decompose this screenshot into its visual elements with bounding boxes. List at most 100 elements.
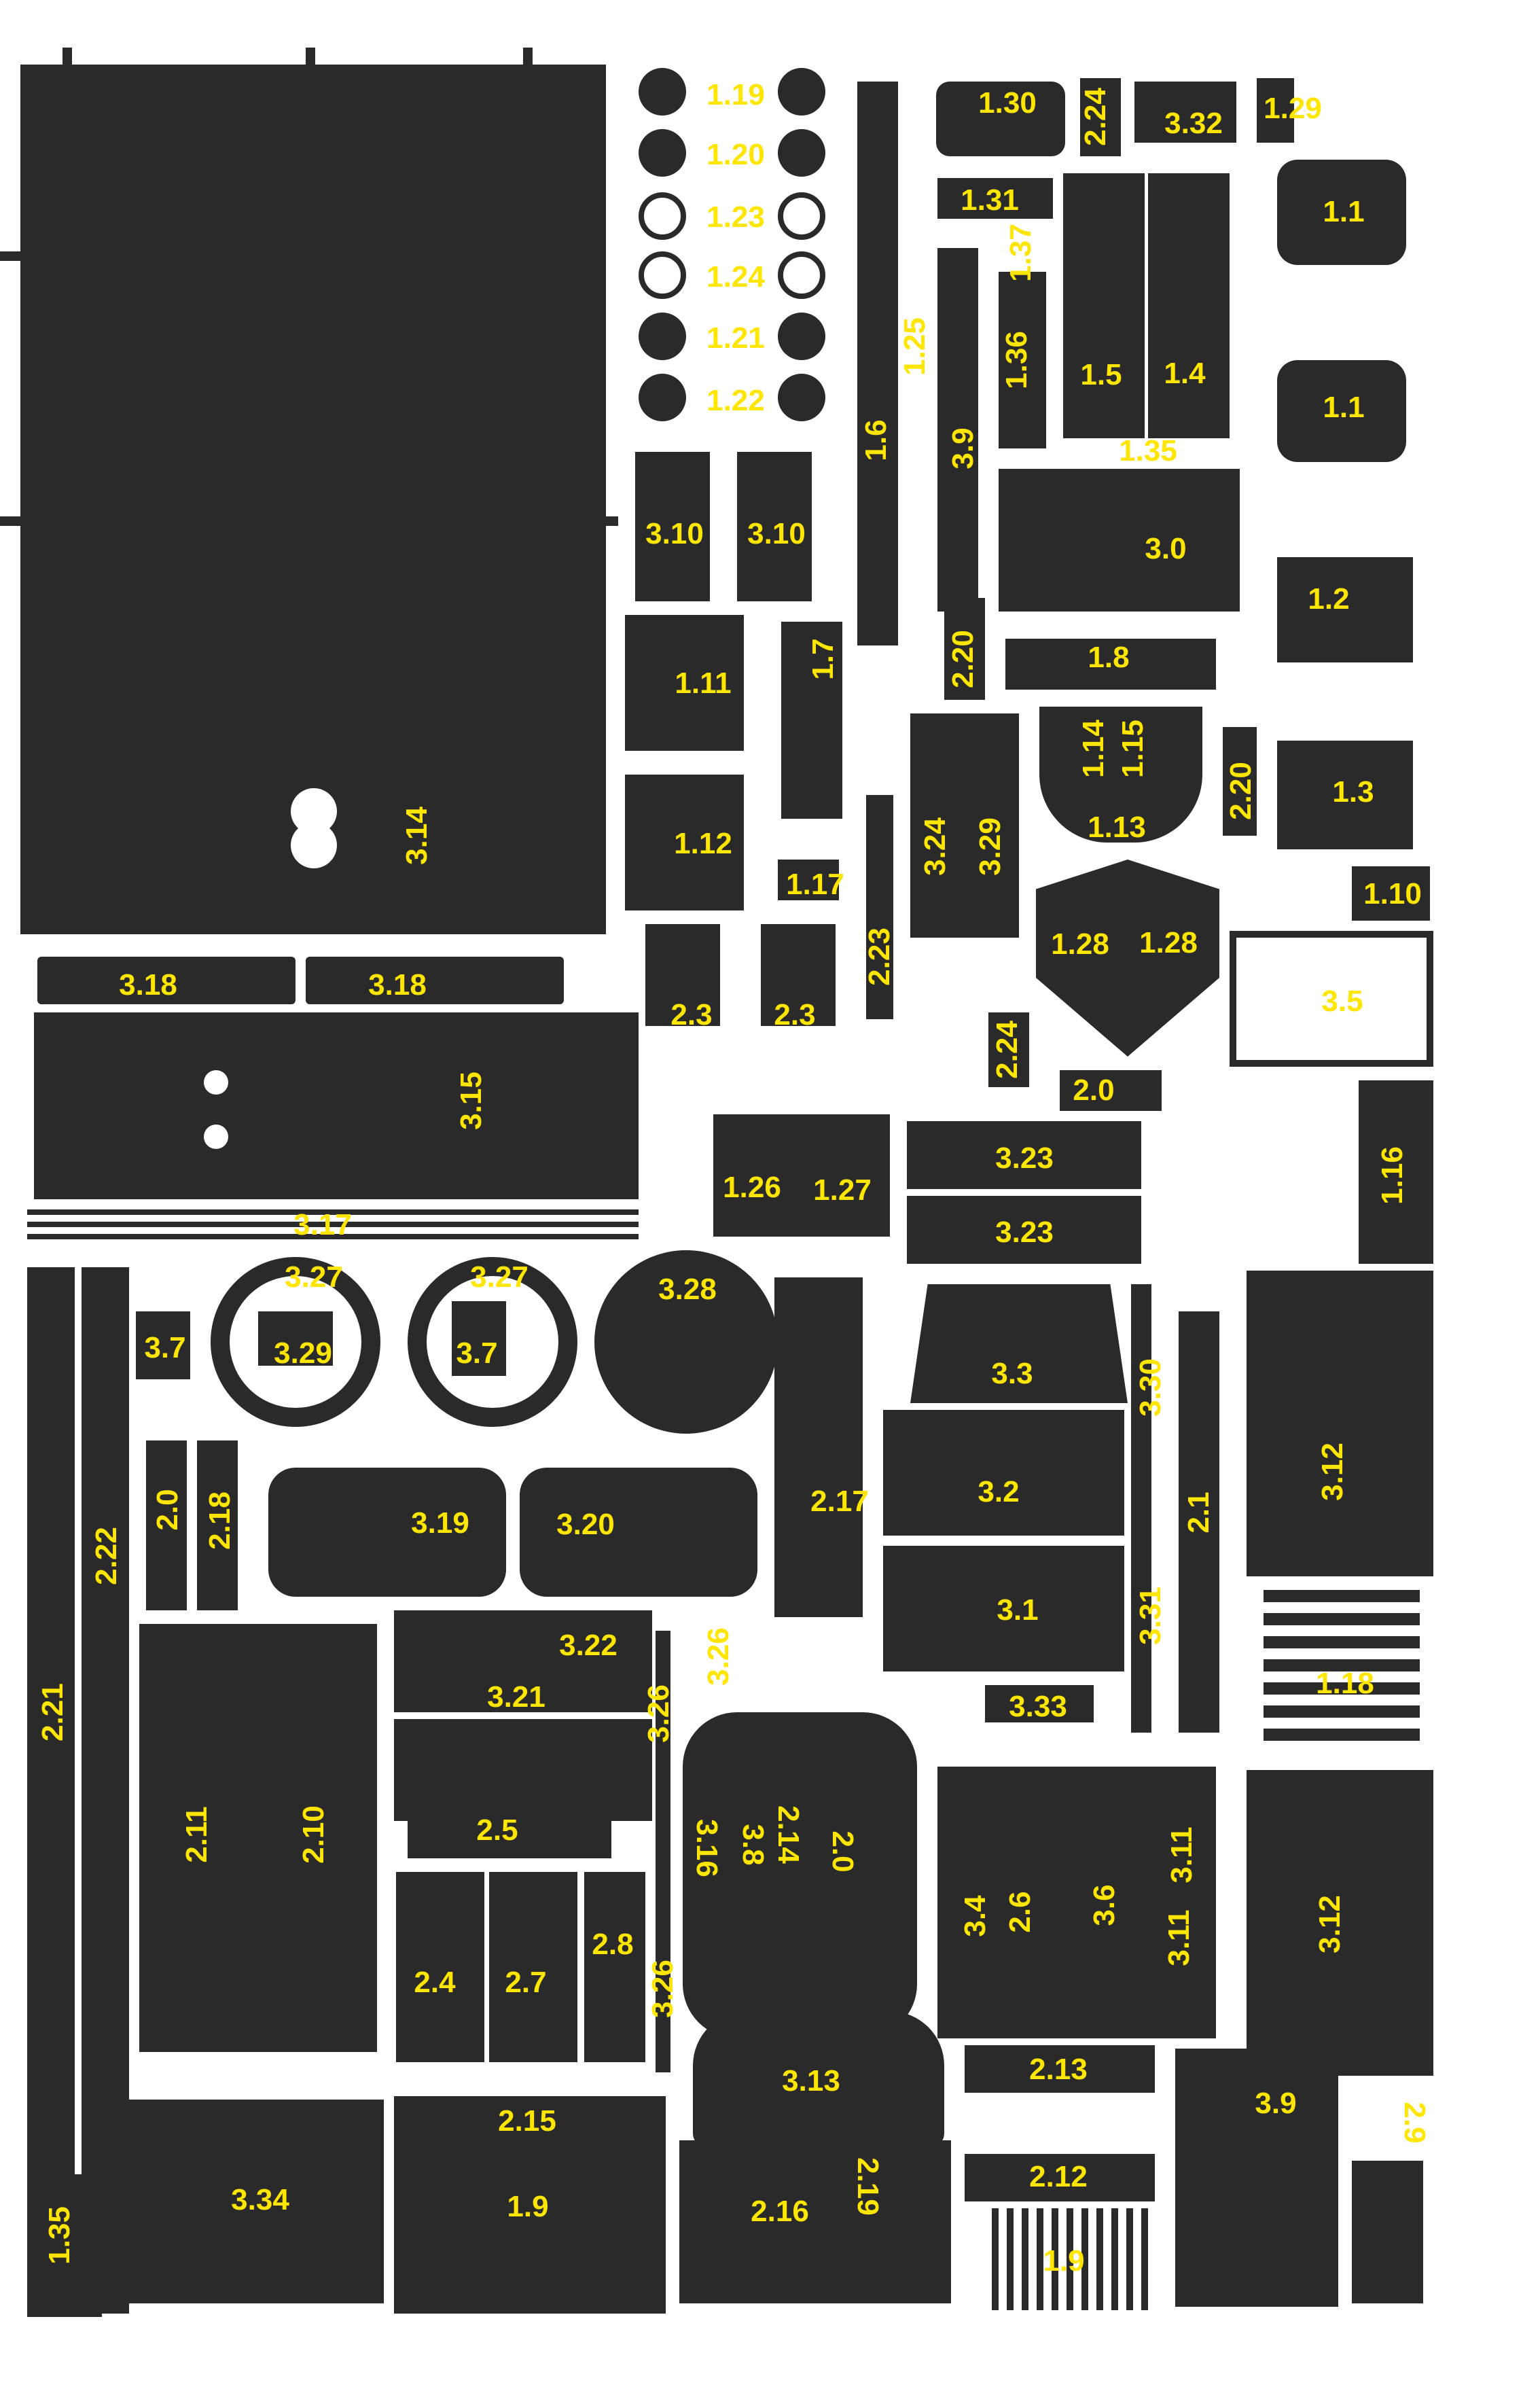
part-3-33 <box>985 1685 1094 1722</box>
label-1-1: 1.1 <box>1323 391 1365 424</box>
tab <box>603 516 618 526</box>
part-2-1-rail <box>1179 1311 1219 1733</box>
label-1-27: 1.27 <box>813 1173 872 1207</box>
label-3-34: 3.34 <box>231 2183 289 2216</box>
part-2-3-left <box>645 924 720 1026</box>
label-2-14: 2.14 <box>772 1805 805 1864</box>
part-3-19 <box>268 1468 506 1597</box>
label-2-0: 2.0 <box>151 1489 184 1531</box>
label-2-12: 2.12 <box>1029 2160 1088 2193</box>
part-2-13 <box>965 2045 1155 2093</box>
part-2-7 <box>489 1872 577 2062</box>
label-3-27: 3.27 <box>285 1260 343 1294</box>
label-2-21: 2.21 <box>36 1683 69 1741</box>
part-3-28-grille <box>594 1250 778 1434</box>
label-3-11: 3.11 <box>1162 1909 1196 1966</box>
label-2-11: 2.11 <box>180 1806 213 1863</box>
label-2-24: 2.24 <box>1079 88 1112 146</box>
part-3-12-bottom <box>1247 1770 1433 2076</box>
part-3-12-top <box>1247 1271 1433 1576</box>
label-2-3: 2.3 <box>670 998 713 1031</box>
label-2-9: 2.9 <box>1398 2102 1431 2144</box>
part-1-7 <box>781 622 842 819</box>
label-1-6: 1.6 <box>859 419 893 461</box>
label-3-15: 3.15 <box>454 1072 488 1130</box>
label-3-26: 3.26 <box>646 1960 679 2018</box>
label-1-31: 1.31 <box>961 183 1019 217</box>
label-1-21: 1.21 <box>706 321 765 355</box>
part-2-17 <box>774 1277 863 1617</box>
label-3-24: 3.24 <box>918 817 952 876</box>
label-1-37: 1.37 <box>1004 224 1037 282</box>
part-3-17-strip <box>27 1222 639 1227</box>
label-1-29: 1.29 <box>1264 92 1322 125</box>
part-1-27 <box>802 1114 890 1237</box>
label-3-29: 3.29 <box>973 817 1007 876</box>
label-1-23: 1.23 <box>706 200 765 234</box>
label-1-17: 1.17 <box>786 868 844 901</box>
label-2-0: 2.0 <box>1073 1074 1115 1107</box>
part-1-11 <box>625 615 744 751</box>
label-1-5: 1.5 <box>1080 358 1122 391</box>
part-3-24-3-29 <box>910 713 1019 938</box>
part-1-1-bottom <box>1277 360 1406 462</box>
part-3-21-frame <box>394 1610 652 1712</box>
label-3-9: 3.9 <box>1255 2087 1297 2120</box>
part-3-29-insert <box>258 1311 333 1366</box>
tab <box>306 48 315 68</box>
part-2-0-strip <box>1060 1070 1162 1111</box>
label-1-4: 1.4 <box>1164 357 1206 390</box>
label-3-23: 3.23 <box>995 1142 1054 1175</box>
label-1-13: 1.13 <box>1088 811 1146 844</box>
part-1-8 <box>1005 639 1216 690</box>
label-3-9: 3.9 <box>946 427 980 470</box>
part-3-7-insert <box>452 1301 506 1376</box>
part-1-30 <box>936 82 1065 156</box>
label-1-16: 1.16 <box>1376 1146 1409 1205</box>
label-1-7: 1.7 <box>806 638 840 680</box>
label-3-18: 3.18 <box>119 968 177 1002</box>
part-1-16 <box>1359 1080 1433 1264</box>
part-3-26-strip <box>656 1631 670 2072</box>
part-2-11-2-10 <box>139 1624 377 2052</box>
part-3-13 <box>693 2011 944 2147</box>
part-1-35-sticks <box>27 2174 102 2317</box>
label-3-7: 3.7 <box>456 1337 498 1370</box>
part-3-7-left <box>136 1311 190 1379</box>
part-3-9-column <box>937 248 978 612</box>
part-1-26 <box>713 1114 802 1237</box>
tab <box>0 516 23 526</box>
part-2-8 <box>584 1872 645 2062</box>
label-2-4: 2.4 <box>414 1966 456 1999</box>
label-2-20: 2.20 <box>946 630 980 688</box>
part-1-5 <box>1063 173 1145 438</box>
label-3-31: 3.31 <box>1134 1587 1167 1645</box>
label-3-17: 3.17 <box>293 1208 352 1241</box>
plate-hole <box>204 1070 228 1095</box>
label-2-15: 2.15 <box>498 2104 556 2138</box>
tab <box>523 48 533 68</box>
label-3-6: 3.6 <box>1088 1884 1121 1926</box>
part-2-23 <box>866 795 893 1019</box>
part-1-29 <box>1257 78 1294 143</box>
label-3-5: 3.5 <box>1321 985 1363 1018</box>
part-1-36 <box>999 272 1046 448</box>
label-2-3: 2.3 <box>774 998 816 1031</box>
part-2-3-right <box>761 924 836 1026</box>
label-2-24: 2.24 <box>990 1021 1024 1079</box>
part-3-17-strip <box>27 1234 639 1239</box>
part-2-5 <box>408 1804 611 1858</box>
part-3-10-left <box>635 452 710 601</box>
label-3-27: 3.27 <box>470 1260 529 1294</box>
label-2-22: 2.22 <box>90 1527 123 1585</box>
part-2-16-2-19 <box>679 2140 951 2303</box>
wheel <box>639 374 686 421</box>
part-3-18-left <box>37 957 296 1004</box>
wheel-ring <box>639 251 686 299</box>
part-3-32 <box>1134 82 1236 143</box>
part-3-9-block <box>1175 2049 1338 2307</box>
part-3-3 <box>910 1284 1128 1403</box>
part-1-18-springs <box>1264 1590 1420 1746</box>
label-1-36: 1.36 <box>1000 331 1033 389</box>
